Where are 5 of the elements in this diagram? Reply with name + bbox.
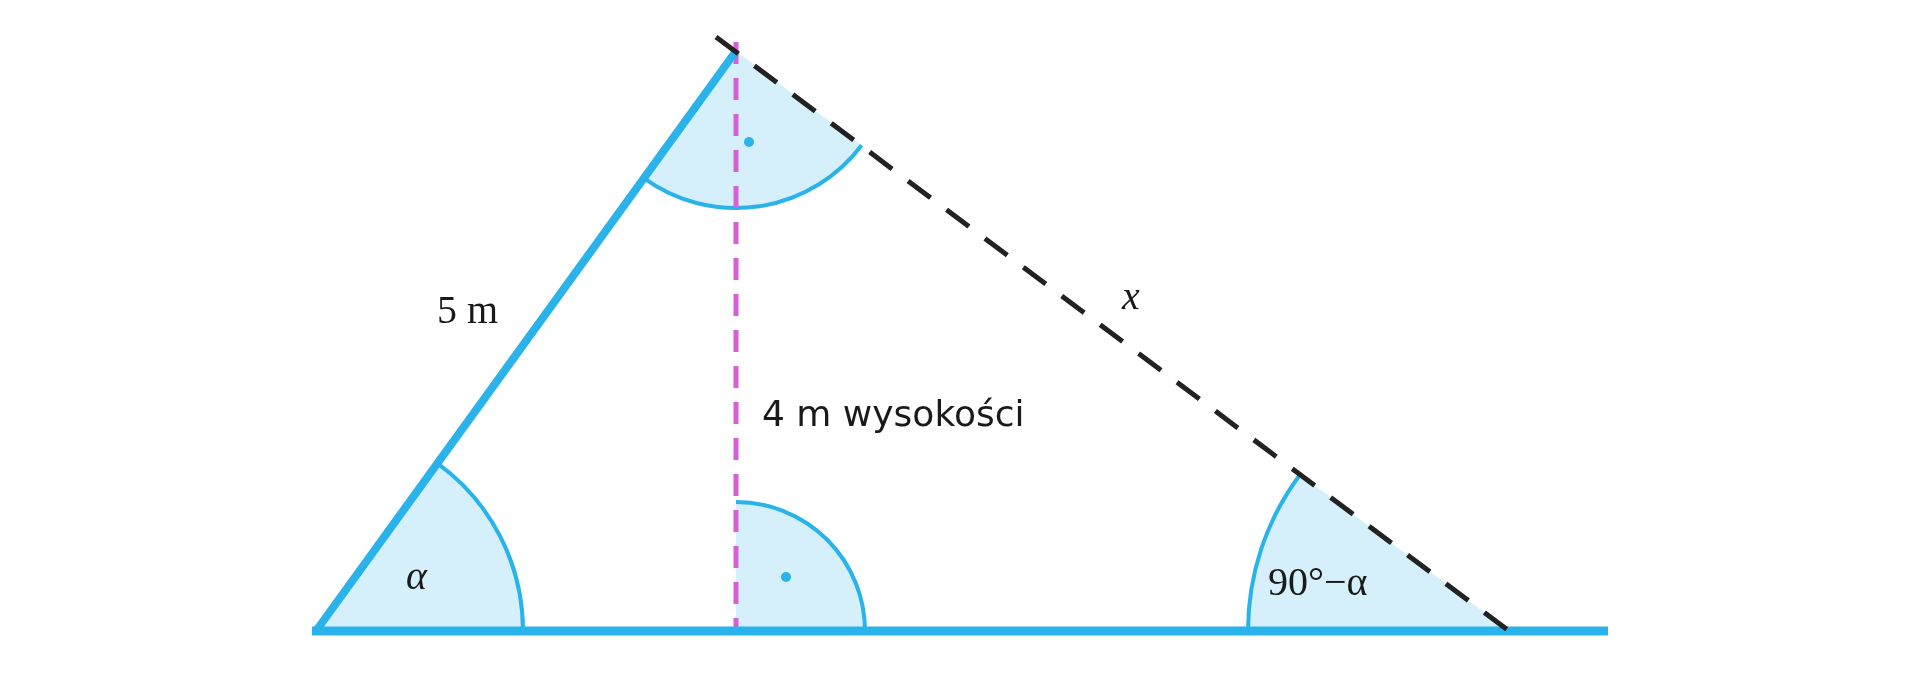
angle-label: 90°−α (1268, 562, 1368, 602)
side-label: x (1122, 276, 1140, 316)
side-length-label: 5 m (437, 290, 499, 330)
height-label: 4 m wysokości (762, 396, 1025, 432)
angle-label: α (406, 556, 427, 596)
